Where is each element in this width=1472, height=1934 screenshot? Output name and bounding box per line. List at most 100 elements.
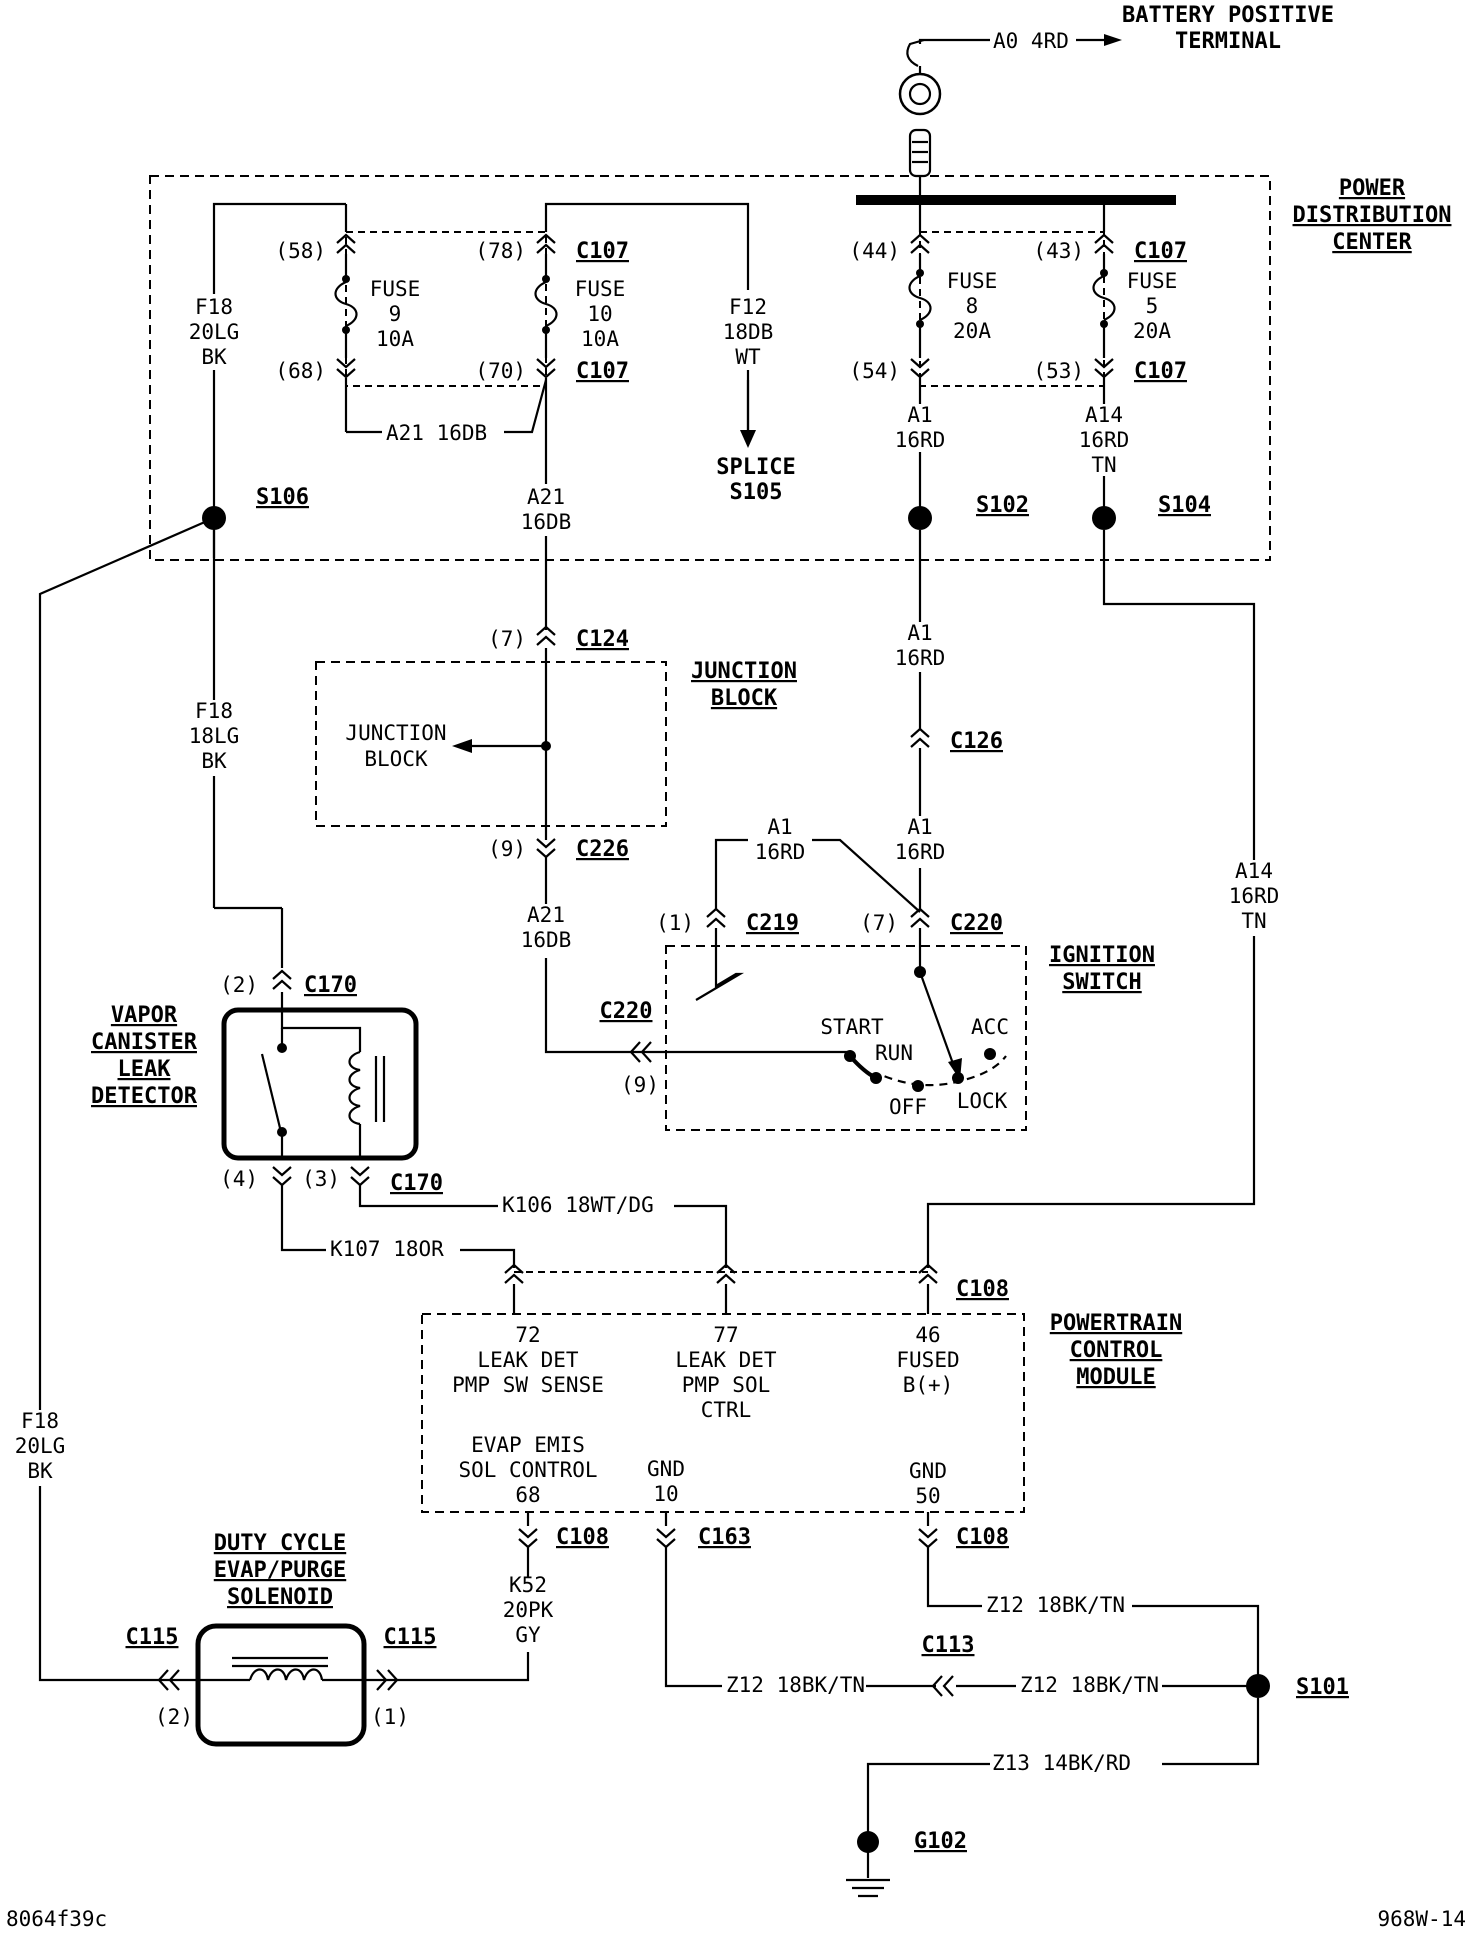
fuse-5-label-line: 20A (1133, 319, 1171, 343)
c163-label: C163 (698, 1525, 751, 1550)
z12-label-3-line: Z12 18BK/TN (986, 1593, 1125, 1617)
a1-16rd-label-3-line: A1 (907, 815, 932, 839)
pin-68: (68) (275, 359, 326, 383)
pin-3-c170: (3) (302, 1167, 340, 1191)
k106-label-line: K106 18WT/DG (502, 1193, 654, 1217)
fuse-5 (1092, 200, 1116, 404)
acc-label-line: ACC (971, 1015, 1009, 1039)
a1-16rd-label-2-line: 16RD (895, 646, 946, 670)
duty-cycle-label-line: DUTY CYCLE (214, 1531, 346, 1556)
run-label-line: RUN (875, 1041, 913, 1065)
fuse-9-label-line: 9 (389, 302, 402, 326)
f18-20lg-bk-label-top-text-line: 20LG (189, 320, 240, 344)
battery-positive-terminal-label-line: TERMINAL (1175, 29, 1281, 54)
pcm-pin-50-line: GND (909, 1459, 947, 1483)
c170-label-bottom-line: C170 (390, 1171, 443, 1196)
run-label: RUN (875, 1041, 913, 1065)
pin-53: (53) (1033, 359, 1084, 383)
z12-label-1: Z12 18BK/TN (726, 1673, 865, 1697)
pin-7-c124-line: (7) (488, 627, 526, 651)
splice-s105-label-line: SPLICE (716, 455, 795, 480)
c107-left-top-frame (345, 231, 547, 387)
pcm-label-line: MODULE (1076, 1365, 1155, 1390)
k52-label-line: K52 (509, 1573, 547, 1597)
a14-16rd-tn-label-1-line: TN (1091, 453, 1116, 477)
k107-label: K107 18OR (330, 1237, 444, 1261)
c107-label-1-line: C107 (576, 239, 629, 264)
pin-9-c220-line: (9) (621, 1073, 659, 1097)
c107-label-3-line: C107 (1134, 239, 1187, 264)
splice-s105-arrow (740, 430, 756, 448)
k52-label-line: GY (515, 1623, 541, 1647)
a14-16rd-tn-label-2-line: TN (1241, 909, 1266, 933)
c170-label-top-line: C170 (304, 973, 357, 998)
pcm-box (421, 1313, 1025, 1513)
duty-cycle-solenoid (160, 1623, 396, 1747)
pcm-pin-77-line: 77 (713, 1323, 738, 1347)
pin-44-line: (44) (849, 239, 900, 263)
pin-44: (44) (849, 239, 900, 263)
a0-wire-label (990, 28, 1076, 52)
z12-label-2-line: Z12 18BK/TN (1020, 1673, 1159, 1697)
pin-68-line: (68) (275, 359, 326, 383)
duty-cycle-label-line: SOLENOID (227, 1585, 333, 1610)
pin-43-line: (43) (1033, 239, 1084, 263)
pcm-pin-72-line: 72 (515, 1323, 540, 1347)
c219-label-line: C219 (746, 911, 799, 936)
a1-16rd-label-4-line: 16RD (755, 840, 806, 864)
junction-block-inner-label-line: BLOCK (364, 747, 428, 771)
fuse-9 (334, 204, 358, 432)
a21-16db-label-2-line: A21 (527, 903, 565, 927)
c108-label-gnd-line: C108 (956, 1525, 1009, 1550)
c115-label-right: C115 (384, 1625, 437, 1650)
c226-label-line: C226 (576, 837, 629, 862)
f18-20lg-bk-label-top-text-line: BK (201, 345, 227, 369)
z12-label-1-line: Z12 18BK/TN (726, 1673, 865, 1697)
junction-block-title-line: JUNCTION (691, 659, 797, 684)
junction-block-box (315, 661, 667, 827)
fuse-5-label-line: 5 (1146, 294, 1159, 318)
pcm-pin-72-line: PMP SW SENSE (452, 1373, 604, 1397)
c115-label-left-line: C115 (126, 1625, 179, 1650)
pcm-pin-77-line: LEAK DET (675, 1348, 777, 1372)
a21-16db-label-1-line: A21 (527, 485, 565, 509)
c126-label: C126 (950, 729, 1003, 754)
a21-16db-label-1-line: 16DB (521, 510, 572, 534)
g102-label-line: G102 (914, 1829, 967, 1854)
pin-70: (70) (475, 359, 526, 383)
c108-label-gnd: C108 (956, 1525, 1009, 1550)
pin-2-c170: (2) (220, 973, 258, 997)
pin-4-c170-line: (4) (220, 1167, 258, 1191)
vapor-canister-label-line: VAPOR (111, 1003, 178, 1028)
c108-label-top-line: C108 (956, 1277, 1009, 1302)
off-label: OFF (889, 1095, 927, 1119)
pcm-label-line: CONTROL (1070, 1338, 1163, 1363)
splice-s104 (1092, 506, 1116, 530)
ignition-switch-title-line: SWITCH (1062, 970, 1141, 995)
pin-2-c115: (2) (155, 1705, 193, 1729)
lock-label: LOCK (957, 1089, 1008, 1113)
pin-7-c220: (7) (860, 911, 898, 935)
ground-g102-dot (857, 1831, 879, 1853)
f18-20lg-bk-label-bottom-line: BK (27, 1459, 53, 1483)
pin-7-c220-line: (7) (860, 911, 898, 935)
pin-1-c219: (1) (656, 911, 694, 935)
pin-54-line: (54) (849, 359, 900, 383)
power-distribution-center-label-line: POWER (1339, 176, 1406, 201)
pin-58: (58) (275, 239, 326, 263)
vapor-canister-leak-detector (214, 906, 419, 1187)
